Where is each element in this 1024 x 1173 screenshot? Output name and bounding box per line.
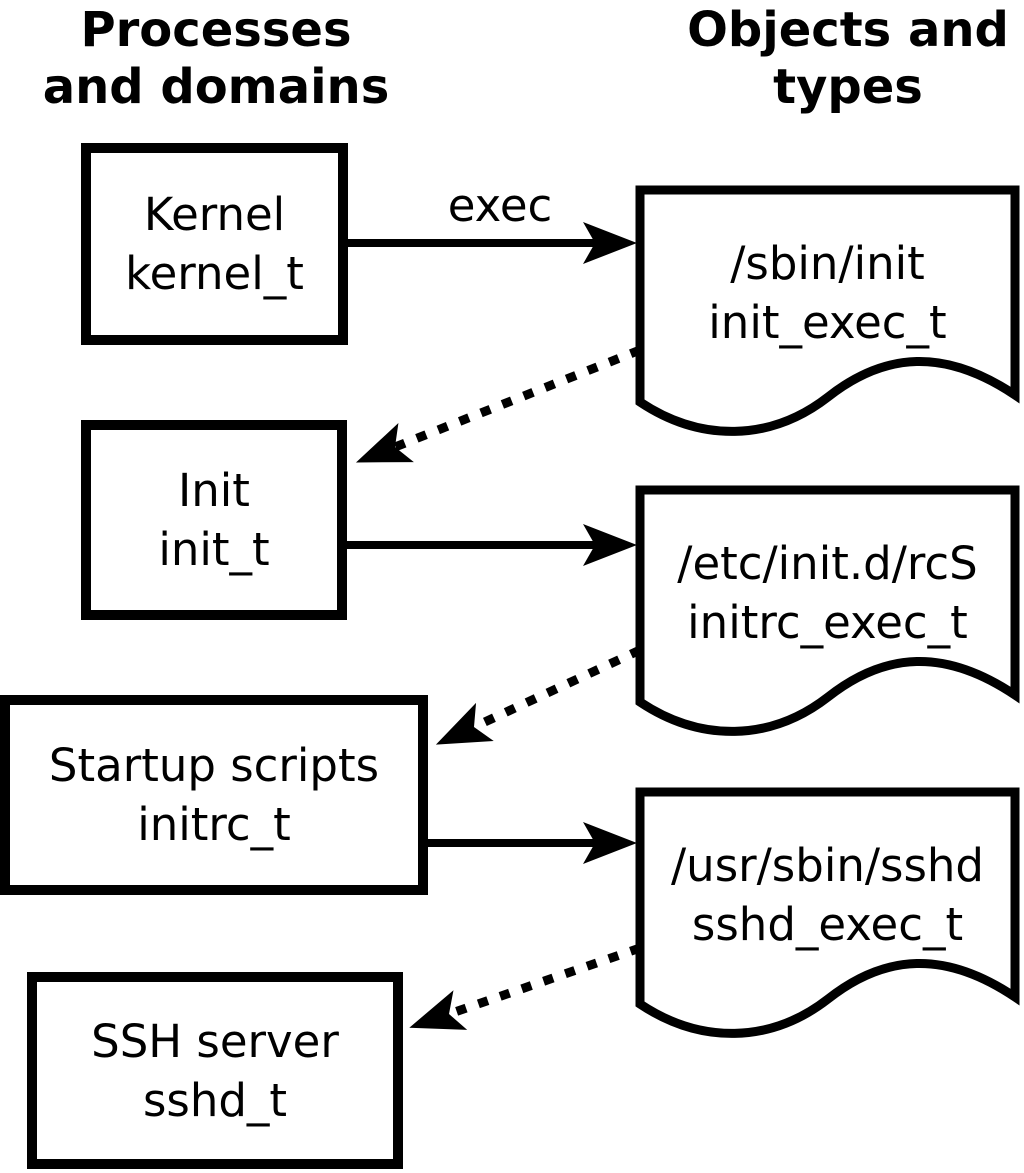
process-domain: initrc_t <box>137 798 291 851</box>
process-domain: init_t <box>158 523 270 576</box>
document-shape-sbin-init <box>635 185 1020 436</box>
exec-arrow-label: exec <box>447 179 553 232</box>
document-shape-etc-initd-rcs <box>635 485 1020 736</box>
right-column-heading-line1: Objects and <box>687 2 1009 58</box>
object-label-etc-initd-rcs: /etc/init.d/rcS initrc_exec_t <box>640 490 1015 695</box>
process-name: Startup scripts <box>48 739 380 792</box>
document-shape-usr-sbin-sshd <box>635 787 1020 1038</box>
left-column-heading-line2: and domains <box>42 59 390 115</box>
process-box-kernel: Kernel kernel_t <box>81 143 348 345</box>
object-type: initrc_exec_t <box>687 595 968 649</box>
object-type: init_exec_t <box>708 295 947 349</box>
transition-arrow-to-initrc-t <box>435 645 642 745</box>
process-domain: sshd_t <box>142 1073 288 1127</box>
transition-arrow-to-init-t <box>355 345 642 463</box>
process-box-ssh-server: SSH server sshd_t <box>27 972 403 1169</box>
object-label-usr-sbin-sshd: /usr/sbin/sshd sshd_exec_t <box>640 792 1015 997</box>
process-name: SSH server <box>91 1014 339 1068</box>
process-box-startup-scripts: Startup scripts initrc_t <box>0 695 428 895</box>
process-domain: kernel_t <box>125 247 304 300</box>
process-box-init: Init init_t <box>81 420 347 620</box>
right-column-heading: Objects and types <box>648 2 1024 116</box>
process-name: Kernel <box>143 188 286 241</box>
object-path: /sbin/init <box>730 236 925 290</box>
transition-arrow-to-sshd-t <box>409 943 642 1030</box>
object-type: sshd_exec_t <box>691 897 964 951</box>
left-column-heading: Processes and domains <box>16 2 416 116</box>
process-name: Init <box>178 464 250 517</box>
object-path: /etc/init.d/rcS <box>677 536 978 590</box>
right-column-heading-line2: types <box>773 59 923 115</box>
left-column-heading-line1: Processes <box>80 2 352 58</box>
object-path: /usr/sbin/sshd <box>671 838 984 892</box>
object-label-sbin-init: /sbin/init init_exec_t <box>640 190 1015 395</box>
